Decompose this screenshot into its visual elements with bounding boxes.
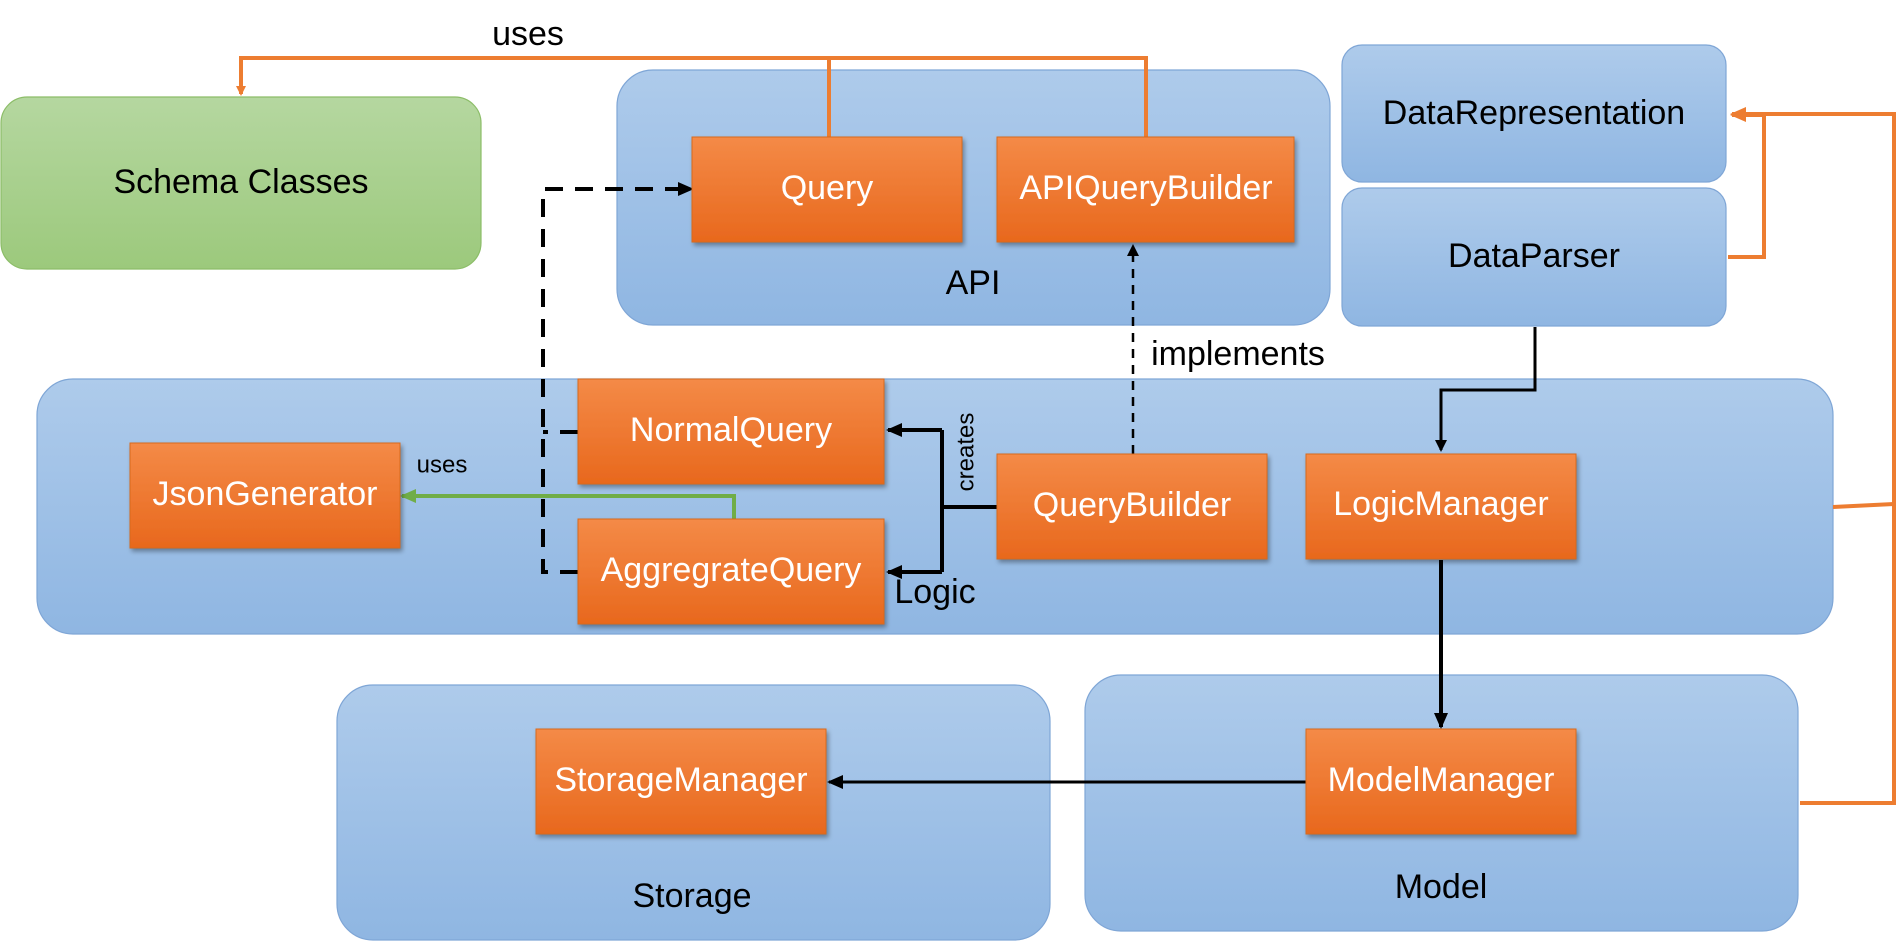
data-representation-label: DataRepresentation xyxy=(1383,94,1685,132)
json-generator-label: JsonGenerator xyxy=(153,475,378,513)
component-storage-manager[interactable]: StorageManager xyxy=(535,728,827,835)
edge-uses-schema: uses xyxy=(236,15,1148,137)
component-aggregate-query[interactable]: AggregrateQuery xyxy=(577,518,885,625)
api-query-builder-label: APIQueryBuilder xyxy=(1019,169,1272,207)
aggregate-query-label: AggregrateQuery xyxy=(601,551,862,589)
model-manager-label: ModelManager xyxy=(1328,761,1555,799)
edge-model-representation xyxy=(1730,107,1896,805)
edge-label-uses-top: uses xyxy=(492,15,564,53)
edge-label-creates: creates xyxy=(952,413,979,492)
query-builder-label: QueryBuilder xyxy=(1033,486,1231,524)
data-parser-label: DataParser xyxy=(1448,237,1620,275)
query-label: Query xyxy=(781,169,874,207)
edge-label-implements: implements xyxy=(1151,335,1325,373)
logic-manager-label: LogicManager xyxy=(1333,485,1548,523)
edge-parser-representation xyxy=(1728,108,1766,259)
component-normal-query[interactable]: NormalQuery xyxy=(577,378,885,485)
storage-label: Storage xyxy=(632,877,751,915)
component-query[interactable]: Query xyxy=(691,136,963,243)
edge-implements: implements xyxy=(1127,244,1325,454)
data-representation-box: DataRepresentation xyxy=(1341,44,1727,183)
api-label: API xyxy=(946,264,1001,302)
schema-classes-label: Schema Classes xyxy=(113,163,368,201)
logic-label: Logic xyxy=(894,573,975,611)
schema-classes-box: Schema Classes xyxy=(0,96,482,270)
component-query-builder[interactable]: QueryBuilder xyxy=(996,453,1268,560)
edge-queries-to-query xyxy=(541,182,694,574)
component-logic-manager[interactable]: LogicManager xyxy=(1305,453,1577,560)
component-api-query-builder[interactable]: APIQueryBuilder xyxy=(996,136,1295,243)
data-parser-box: DataParser xyxy=(1341,187,1727,327)
api-container: API xyxy=(616,69,1331,326)
edge-parser-logicmanager xyxy=(1435,327,1537,452)
model-label: Model xyxy=(1395,868,1488,906)
normal-query-label: NormalQuery xyxy=(630,411,832,449)
component-json-generator[interactable]: JsonGenerator xyxy=(129,442,401,549)
component-model-manager[interactable]: ModelManager xyxy=(1305,728,1577,835)
edge-uses-json: uses xyxy=(400,451,736,519)
edge-label-uses-json: uses xyxy=(417,451,468,478)
logic-container: Logic xyxy=(36,378,1834,635)
edge-creates: creates xyxy=(886,413,997,579)
storage-manager-label: StorageManager xyxy=(554,761,807,799)
